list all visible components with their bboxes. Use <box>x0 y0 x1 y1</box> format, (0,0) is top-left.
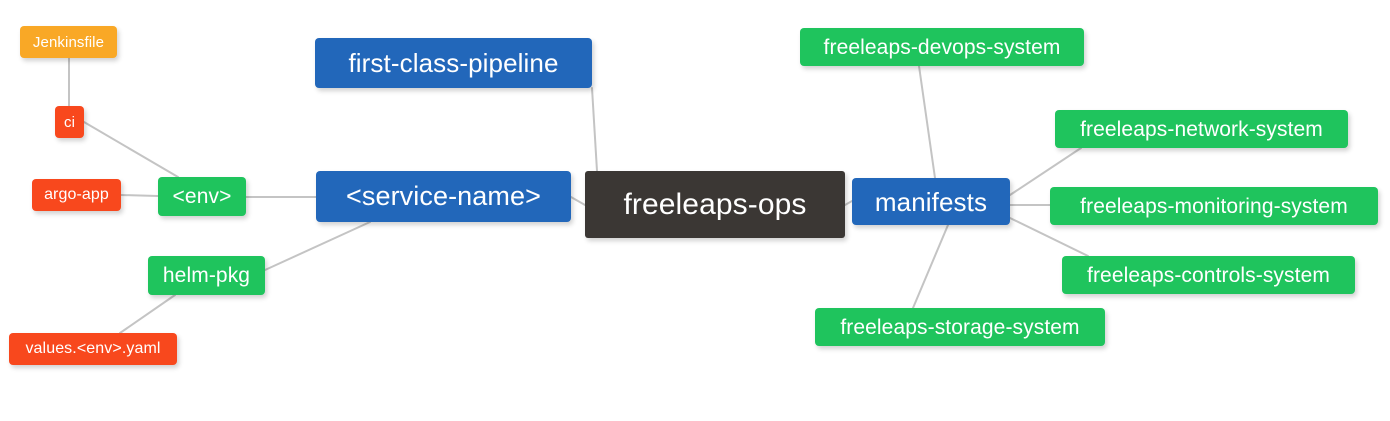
mindmap-edge-env-to-argo-app <box>120 194 159 197</box>
mindmap-edge-service-name-to-helm-pkg <box>264 221 371 271</box>
mindmap-node-freeleaps-controls-system[interactable]: freeleaps-controls-system <box>1062 256 1355 294</box>
mindmap-node-values-env-yaml[interactable]: values.<env>.yaml <box>9 333 177 365</box>
mindmap-node-manifests[interactable]: manifests <box>852 178 1010 225</box>
mindmap-node-freeleaps-monitoring-system[interactable]: freeleaps-monitoring-system <box>1050 187 1378 225</box>
mindmap-node-freeleaps-storage-system[interactable]: freeleaps-storage-system <box>815 308 1105 346</box>
mindmap-node-argo-app[interactable]: argo-app <box>32 179 121 211</box>
mindmap-node-jenkinsfile[interactable]: Jenkinsfile <box>20 26 117 58</box>
mindmap-node-service-name[interactable]: <service-name> <box>316 171 571 222</box>
mindmap-edge-helm-pkg-to-values-env-yaml <box>119 294 176 334</box>
mindmap-node-helm-pkg[interactable]: helm-pkg <box>148 256 265 295</box>
mindmap-edge-freeleaps-ops-to-first-class-pipeline <box>591 87 598 172</box>
mindmap-node-env[interactable]: <env> <box>158 177 246 216</box>
mindmap-node-ci[interactable]: ci <box>55 106 84 138</box>
mindmap-edge-env-to-ci <box>83 121 179 178</box>
mindmap-node-freeleaps-ops[interactable]: freeleaps-ops <box>585 171 845 238</box>
mindmap-edge-freeleaps-ops-to-service-name <box>570 196 586 206</box>
mindmap-node-freeleaps-devops-system[interactable]: freeleaps-devops-system <box>800 28 1084 66</box>
mindmap-edge-freeleaps-ops-to-manifests <box>844 200 853 206</box>
mindmap-node-freeleaps-network-system[interactable]: freeleaps-network-system <box>1055 110 1348 148</box>
mindmap-node-first-class-pipeline[interactable]: first-class-pipeline <box>315 38 592 88</box>
mindmap-edge-manifests-to-freeleaps-storage-system <box>912 224 949 309</box>
mindmap-edge-manifests-to-freeleaps-devops-system <box>918 65 936 179</box>
